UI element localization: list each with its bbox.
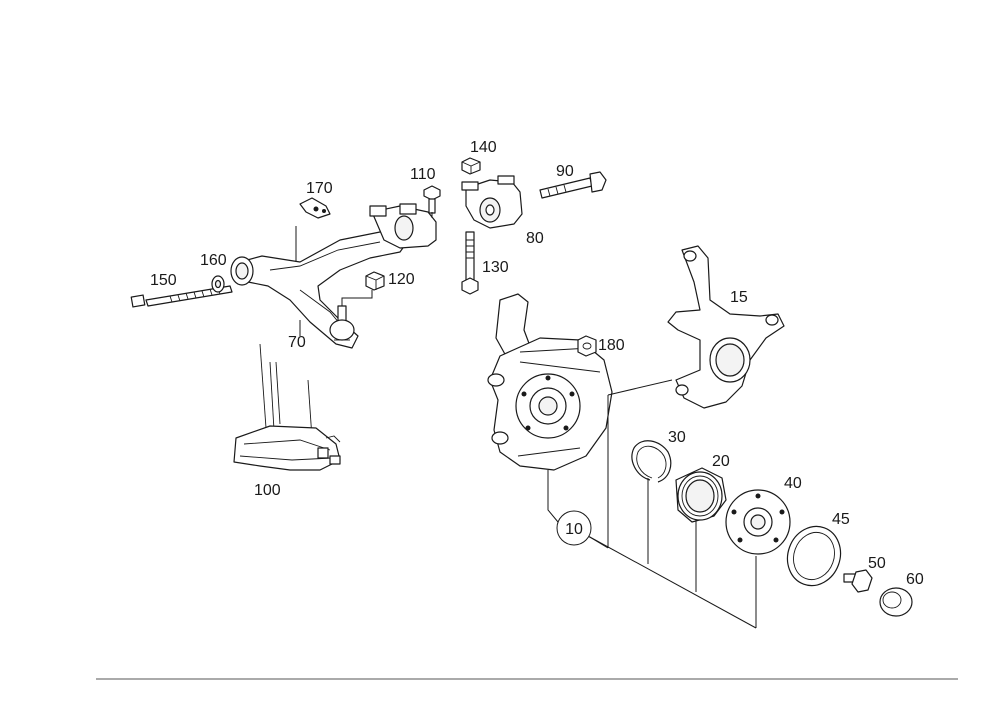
callout-10: 10 — [565, 521, 583, 538]
knuckle-15-part — [667, 245, 785, 409]
callout-90: 90 — [556, 163, 574, 180]
bolt-130-part — [461, 231, 479, 295]
callout-40: 40 — [784, 475, 802, 492]
control-arm-part — [230, 203, 437, 349]
callout-10-circle — [556, 510, 592, 546]
callout-140: 140 — [470, 139, 497, 156]
callout-110: 110 — [410, 166, 436, 183]
washer-160-part — [211, 275, 225, 293]
subframe-100-part — [233, 343, 341, 471]
bearing-20-part — [675, 467, 727, 523]
callout-50: 50 — [868, 555, 886, 572]
callout-30: 30 — [668, 429, 686, 446]
bolt-150-part — [130, 285, 233, 308]
callout-170: 170 — [306, 180, 333, 197]
nut-120-part — [365, 271, 385, 291]
knuckle-assembly-10-part — [487, 293, 613, 471]
seal-ring-45-part — [786, 525, 842, 587]
callout-80: 80 — [526, 230, 544, 247]
callout-150: 150 — [150, 272, 177, 289]
callout-70: 70 — [288, 334, 306, 351]
callout-20: 20 — [712, 453, 730, 470]
callout-180: 180 — [598, 337, 625, 354]
hub-flange-40-part — [725, 489, 791, 555]
snap-ring-30-part — [631, 440, 672, 483]
dust-cap-60-part — [879, 587, 913, 617]
callout-15: 15 — [730, 289, 748, 306]
callout-130: 130 — [482, 259, 509, 276]
callout-160: 160 — [200, 252, 227, 269]
nut-180-part — [577, 335, 597, 357]
callout-60: 60 — [906, 571, 924, 588]
bolt-90-part — [539, 171, 607, 199]
bolt-110-part — [423, 185, 441, 214]
callout-100: 100 — [254, 482, 281, 499]
nut-140-part — [461, 157, 481, 175]
clip-170-part — [299, 197, 331, 219]
callout-120: 120 — [388, 271, 415, 288]
callout-45: 45 — [832, 511, 850, 528]
axle-nut-50-part — [843, 569, 873, 593]
leader-lines — [295, 212, 757, 629]
bushing-80-part — [461, 175, 523, 229]
